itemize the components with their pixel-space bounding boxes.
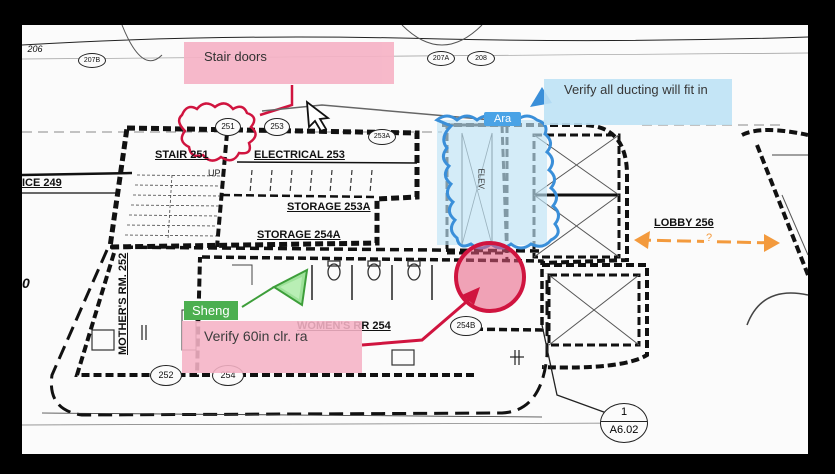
door-tag-251: 251 xyxy=(215,118,241,136)
exterior-wall xyxy=(746,292,808,326)
storage-wall xyxy=(221,193,378,199)
door-tag-253: 253 xyxy=(264,118,290,136)
section-number: 1 xyxy=(601,404,647,422)
markup-line xyxy=(261,104,493,121)
door-tag-254b: 254B xyxy=(450,316,482,336)
door-tag-208: 208 xyxy=(467,51,495,66)
exterior-wall xyxy=(755,144,808,276)
electrical-equipment xyxy=(249,169,373,194)
electrical-wall xyxy=(236,161,418,164)
wall xyxy=(22,171,133,177)
elevator-shaft xyxy=(532,193,621,259)
toilet-partition xyxy=(311,265,433,300)
section-sheet: A6.02 xyxy=(609,424,639,436)
toilets xyxy=(327,260,421,281)
exterior-wall xyxy=(741,128,808,137)
door-swing xyxy=(232,264,253,285)
corridor-wall xyxy=(121,25,163,62)
floor-plan-drawing xyxy=(22,25,808,426)
womens-rr-wall xyxy=(201,255,544,332)
lobby-arrowhead-right xyxy=(764,234,780,252)
room-label-mothers-rm: MOTHER'S RM. 252 xyxy=(117,252,129,355)
shaft-wall xyxy=(541,263,649,370)
cursor-arrow xyxy=(305,100,331,133)
wall-break-marks xyxy=(141,325,524,365)
floor-outline xyxy=(22,422,643,426)
duct-highlight xyxy=(437,120,547,245)
clearance-arrow xyxy=(361,295,473,347)
left-edge-number: 0 xyxy=(22,275,30,291)
ara-author-tag[interactable]: Ara xyxy=(484,112,522,126)
grid-line xyxy=(22,52,808,60)
room-label-office: ICE 249 xyxy=(22,177,62,189)
door-tag-253a: 253A xyxy=(368,129,396,145)
note-leader xyxy=(259,85,294,117)
stair-wall xyxy=(215,132,229,248)
storage-wall xyxy=(109,245,543,253)
floor-outline xyxy=(49,249,549,417)
revision-cloud xyxy=(177,102,257,162)
room-label-electrical: ELECTRICAL 253 xyxy=(254,149,345,161)
room-label-storage-253a: STORAGE 253A xyxy=(287,201,371,213)
stair-doors-note-text: Stair doors xyxy=(204,49,267,64)
stair-doors-note[interactable]: Stair doors xyxy=(184,42,394,84)
section-marker[interactable]: 1 A6.02 xyxy=(600,403,648,443)
lobby-question-mark: ? xyxy=(704,232,715,244)
ducting-note-text: Verify all ducting will fit in xyxy=(564,82,708,97)
elevator-shaft xyxy=(547,273,641,347)
section-leader xyxy=(541,324,613,416)
green-arrow-markup xyxy=(280,277,302,299)
sink xyxy=(91,329,115,351)
room-label-stair: STAIR 251 xyxy=(155,149,209,161)
door-tag-207a: 207A xyxy=(427,51,455,66)
lobby-arrowhead-left xyxy=(634,231,650,249)
lavatory xyxy=(391,349,415,366)
stair-up-label: UP xyxy=(208,168,221,178)
ducting-note[interactable]: Verify all ducting will fit in xyxy=(544,79,732,125)
room-label-lobby: LOBBY 256 xyxy=(654,217,714,229)
top-wall-line xyxy=(22,36,808,46)
stair-treads xyxy=(124,174,223,241)
room-label-storage-254a: STORAGE 254A xyxy=(257,229,341,241)
duct-shaft-label: ELEV. xyxy=(476,168,486,191)
sheng-author-tag[interactable]: Sheng xyxy=(184,301,238,320)
corridor-wall xyxy=(401,25,483,46)
door-tag-207b: 207B xyxy=(78,53,106,68)
clearance-note[interactable]: Verify 60in clr. ra xyxy=(182,321,362,373)
floor-outline xyxy=(41,412,543,418)
core-wall xyxy=(107,125,420,250)
clearance-note-text: Verify 60in clr. ra xyxy=(204,328,308,344)
drawing-viewport[interactable]: STAIR 251 ELECTRICAL 253 STORAGE 253A ST… xyxy=(22,25,808,454)
door-tag-252: 252 xyxy=(150,365,182,386)
exterior-wall xyxy=(781,194,808,256)
clearance-arrowhead xyxy=(462,287,480,305)
door-tag-206: 206 xyxy=(27,44,43,54)
